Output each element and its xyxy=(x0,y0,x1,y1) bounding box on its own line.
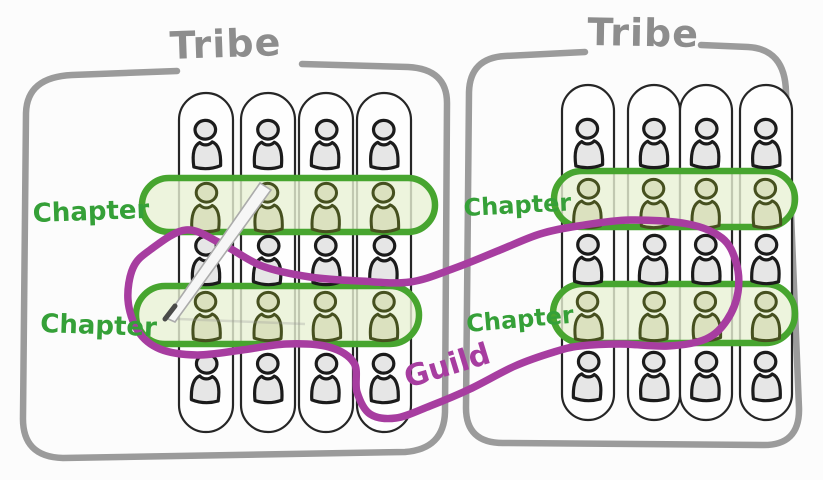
person-icon xyxy=(309,117,343,172)
tribe-left-label: Tribe xyxy=(169,20,282,68)
tribe-right-label: Tribe xyxy=(587,10,699,56)
person-icon xyxy=(749,177,783,230)
person-icon xyxy=(368,118,400,171)
chapter-left-1-label: Chapter xyxy=(32,195,150,229)
person-icon xyxy=(252,352,284,405)
person-icon xyxy=(749,350,783,403)
person-icon xyxy=(189,181,223,234)
person-icon xyxy=(689,350,723,403)
person-icon xyxy=(689,116,723,171)
person-icon xyxy=(690,233,722,286)
person-icon xyxy=(189,290,223,343)
person-icon xyxy=(368,290,400,343)
person-icon xyxy=(750,290,782,343)
chapter-left-2-label: Chapter xyxy=(40,309,158,343)
person-icon xyxy=(638,350,670,403)
person-icon xyxy=(252,290,284,343)
pen-body xyxy=(164,181,273,323)
person-icon xyxy=(367,352,401,405)
person-icon xyxy=(252,118,284,171)
person-icon xyxy=(189,351,223,406)
marker-pen xyxy=(162,181,306,326)
pen-tip-icon xyxy=(162,303,178,322)
person-icon xyxy=(571,349,605,404)
chapter-right-1-label: Chapter xyxy=(463,188,572,222)
person-icon xyxy=(750,117,782,170)
person-icon xyxy=(638,117,670,170)
person-icon xyxy=(367,181,401,234)
tribe-left-border xyxy=(19,60,451,462)
person-icon xyxy=(690,177,722,230)
person-icon xyxy=(309,352,343,405)
chapter-band xyxy=(550,167,799,231)
person-icon xyxy=(571,290,605,343)
person-icon xyxy=(638,290,670,343)
person-icon xyxy=(749,233,783,286)
person-icon xyxy=(309,290,343,343)
guild-outline xyxy=(124,216,743,423)
person-icon xyxy=(367,234,401,287)
person-icon xyxy=(637,232,671,287)
person-icon xyxy=(571,116,605,171)
person-icon xyxy=(310,181,342,234)
person-icon xyxy=(572,233,604,286)
pen-shadow xyxy=(177,317,306,326)
tribe-right-border xyxy=(462,41,803,449)
person-icon xyxy=(189,117,223,172)
